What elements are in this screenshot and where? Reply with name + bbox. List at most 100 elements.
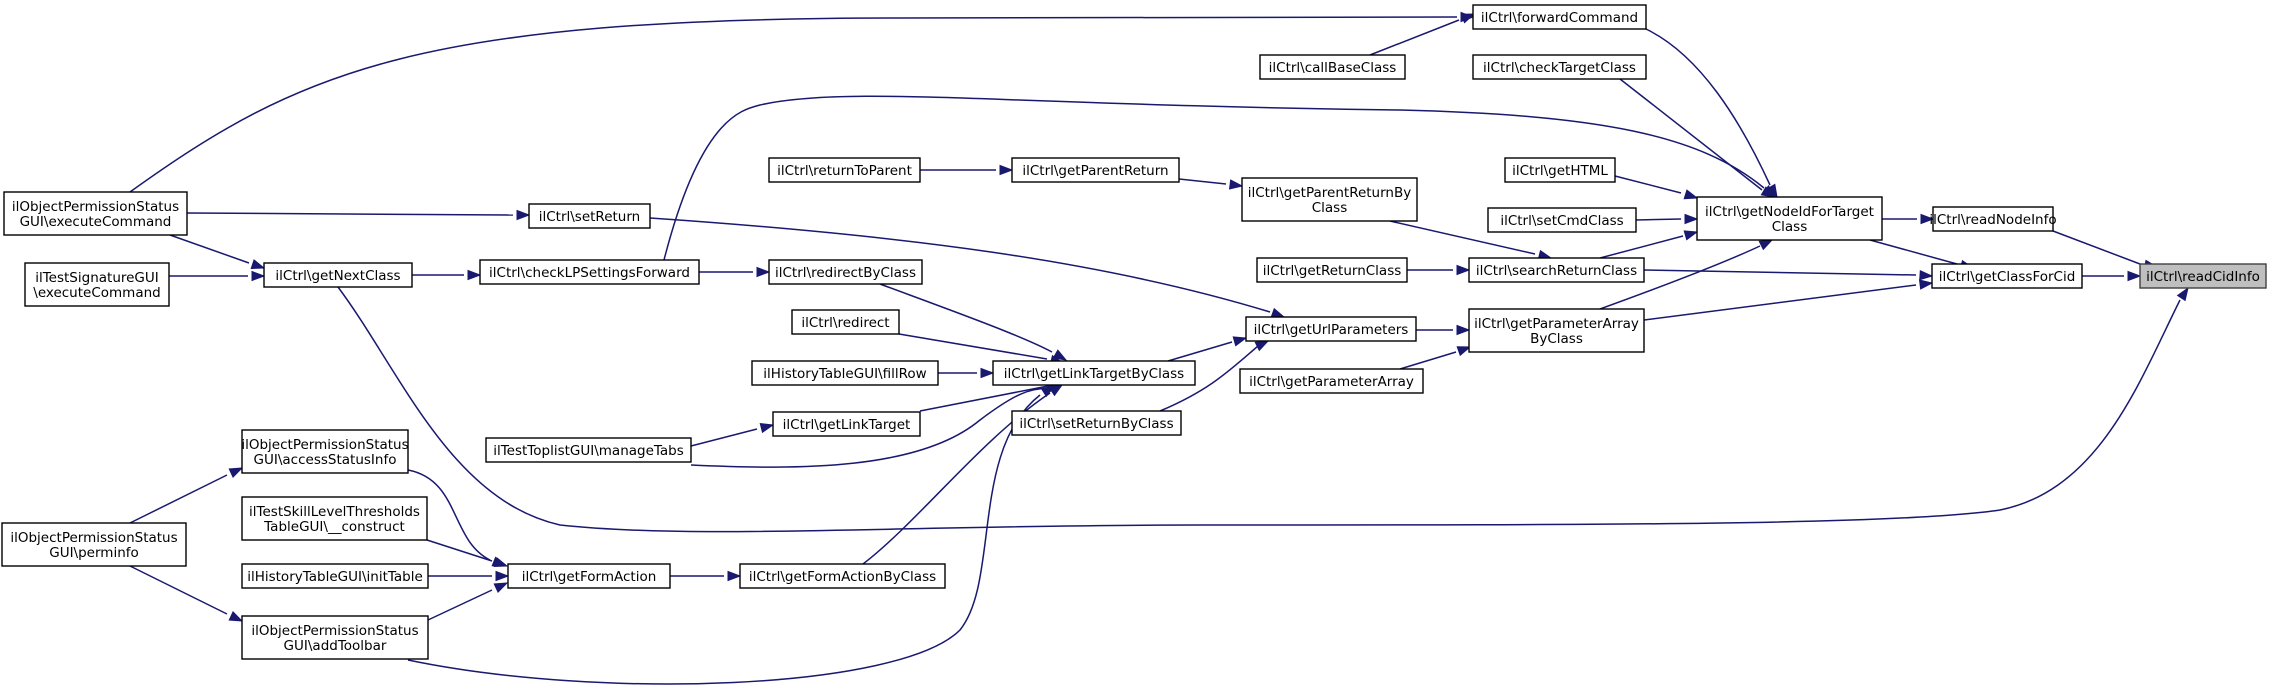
node-getLinkTargetByClass[interactable]: ilCtrl\getLinkTargetByClass [992,360,1196,386]
node-checkTargetClass[interactable]: ilCtrl\checkTargetClass [1472,54,1647,80]
node-label: ilCtrl\getReturnClass [1263,263,1402,279]
node-label: ilCtrl\getParameterArray [1249,374,1414,390]
edge-line [129,16,1458,193]
node-redirectByClass[interactable]: ilCtrl\redirectByClass [768,259,923,285]
node-initTable[interactable]: ilHistoryTableGUI\initTable [241,563,429,589]
node-construct[interactable]: ilTestSkillLevelThresholdsTableGUI\__con… [241,496,428,541]
arrowhead-icon [1683,230,1699,241]
arrowhead-icon [727,570,742,582]
node-forwardCommand[interactable]: ilCtrl\forwardCommand [1472,4,1647,30]
node-getReturnClass[interactable]: ilCtrl\getReturnClass [1256,257,1408,283]
node-label: ilCtrl\readNodeInfo [1929,212,2056,228]
arrowhead-icon [999,164,1014,176]
node-accessStatusInfo[interactable]: ilObjectPermissionStatusGUI\accessStatus… [241,429,409,474]
edge-line [1645,28,1771,186]
node-label: ilCtrl\getHTML [1512,163,1608,179]
edge-line [1635,218,1682,221]
node-box [1472,4,1647,30]
call-edge-getParameterArray-to-getParameterArrayByClass [1399,346,1472,370]
node-box [263,262,413,288]
node-getLinkTarget[interactable]: ilCtrl\getLinkTarget [772,411,921,437]
arrowhead-icon [1456,324,1471,336]
node-setReturnByClass[interactable]: ilCtrl\setReturnByClass [1011,410,1182,436]
node-getNextClass[interactable]: ilCtrl\getNextClass [263,262,413,288]
node-label: ilCtrl\getParameterArray [1474,316,1639,332]
edge-line [1599,235,1684,259]
node-box [241,615,429,660]
node-getUrlParameters[interactable]: ilCtrl\getUrlParameters [1245,316,1417,342]
call-edge-getParameterArrayByClass-to-getClassForCid [1643,279,1934,321]
arrowhead-icon [1456,346,1472,357]
arrowhead-icon [980,367,995,379]
arrowhead-icon [250,259,266,270]
arrowhead-icon [493,582,509,594]
arrowhead-icon [251,270,266,282]
node-label: ilCtrl\setCmdClass [1500,213,1623,229]
node-sigExecuteCommand[interactable]: ilTestSignatureGUI\executeCommand [24,262,170,307]
edge-line [1599,245,1761,310]
edge-line [1167,341,1233,362]
node-box [791,309,900,335]
arrowhead-icon [516,209,531,221]
arrowhead-icon [1040,385,1056,398]
node-label: ilCtrl\getClassForCid [1939,269,2076,285]
arrowhead-icon [493,557,509,568]
node-checkLPSettingsForward[interactable]: ilCtrl\checkLPSettingsForward [479,259,700,285]
call-edge-forwardCommand-to-getNodeIdForTargetClass [1645,28,1778,199]
node-readCidInfo[interactable]: ilCtrl\readCidInfo [2139,263,2267,289]
arrowhead-icon [756,266,771,278]
arrowhead-icon [1683,189,1699,200]
edge-line [427,589,493,621]
call-edge-perminfo-to-addToolbar [129,565,244,622]
call-edge-setReturn-to-getUrlParameters [649,217,1286,318]
call-edge-getUrlParameters-to-getParameterArrayByClass [1416,324,1471,336]
call-edges [129,11,2189,685]
node-readNodeInfo[interactable]: ilCtrl\readNodeInfo [1929,206,2057,232]
node-fillRow[interactable]: ilHistoryTableGUI\fillRow [751,360,939,386]
arrowhead-icon [1460,11,1475,23]
node-getParameterArray[interactable]: ilCtrl\getParameterArray [1239,368,1424,394]
node-label: Class [1772,219,1808,235]
node-setCmdClass[interactable]: ilCtrl\setCmdClass [1487,207,1637,233]
node-executeCommand[interactable]: ilObjectPermissionStatusGUI\executeComma… [3,191,188,236]
node-setReturn[interactable]: ilCtrl\setReturn [528,203,651,229]
arrowhead-icon [1254,340,1270,352]
node-label: ilCtrl\getNextClass [275,268,400,284]
edge-line [649,217,1271,313]
node-box [3,191,188,236]
node-getParentReturn[interactable]: ilCtrl\getParentReturn [1011,157,1180,183]
node-box [1241,177,1418,222]
arrowhead-icon [1684,213,1699,225]
node-box [479,259,700,285]
node-box [1472,54,1647,80]
node-label: ilHistoryTableGUI\fillRow [763,366,926,382]
node-box [768,157,921,183]
node-box [1245,316,1417,342]
call-edge-sigExecuteCommand-to-getNextClass [169,270,266,282]
node-getFormActionByClass[interactable]: ilCtrl\getFormActionByClass [739,563,946,589]
edge-line [1643,269,1917,276]
node-searchReturnClass[interactable]: ilCtrl\searchReturnClass [1468,257,1645,283]
edge-line [663,95,1765,261]
arrowhead-icon [228,467,244,479]
node-label: ilCtrl\checkTargetClass [1483,60,1636,76]
arrowhead-icon [1918,279,1934,290]
arrowhead-icon [467,269,482,281]
node-getFormAction[interactable]: ilCtrl\getFormAction [507,563,671,589]
node-label: GUI\perminfo [49,545,139,561]
node-callBaseClass[interactable]: ilCtrl\callBaseClass [1259,54,1406,80]
node-manageTabs[interactable]: ilTestToplistGUI\manageTabs [485,437,692,463]
node-box [1487,207,1637,233]
arrowhead-icon [228,610,244,622]
node-redirect[interactable]: ilCtrl\redirect [791,309,900,335]
node-getClassForCid[interactable]: ilCtrl\getClassForCid [1931,263,2083,289]
node-label: ilHistoryTableGUI\initTable [247,569,423,585]
arrowhead-icon [1758,239,1774,251]
node-getHTML[interactable]: ilCtrl\getHTML [1504,157,1616,183]
node-returnToParent[interactable]: ilCtrl\returnToParent [768,157,921,183]
